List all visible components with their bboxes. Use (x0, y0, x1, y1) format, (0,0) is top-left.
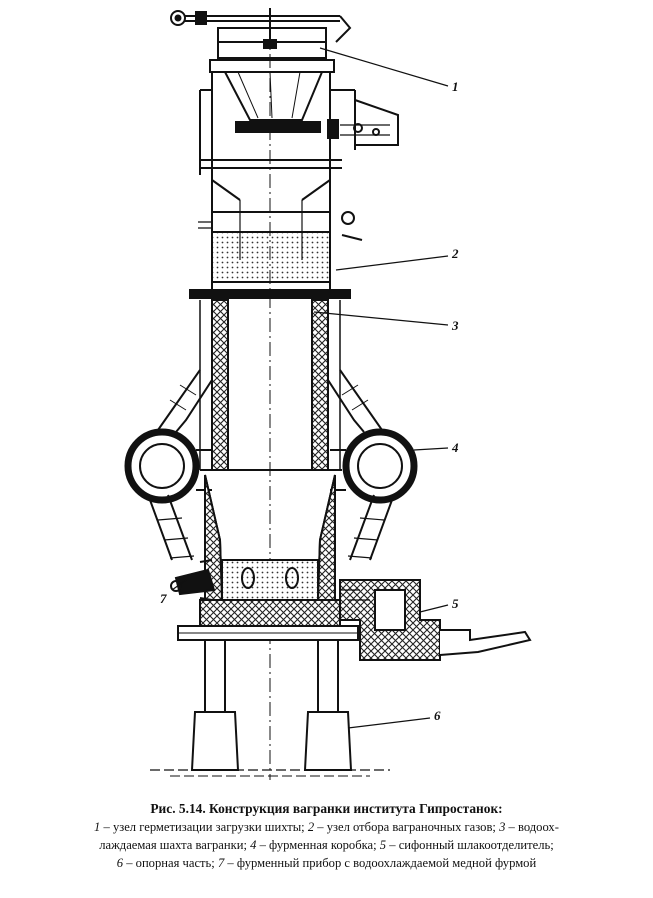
callout-6: 6 (434, 708, 441, 723)
caption-item-number: 7 (217, 856, 225, 870)
caption-line-1: 1 – узел герметизации загрузки шихты; 2 … (0, 818, 653, 836)
tuyere-box-right (330, 428, 418, 561)
caption-item-text: – узел герметизации загрузки шихты; (100, 820, 308, 834)
caption-item-text: лаждаемая шахта вагранки; (99, 838, 251, 852)
callout-5: 5 (452, 596, 459, 611)
callout-2: 2 (451, 246, 459, 261)
callout-4: 4 (451, 440, 459, 455)
figure-caption: Рис. 5.14. Конструкция вагранки институт… (0, 800, 653, 872)
siphon-slag-separator (339, 579, 532, 661)
caption-item-text: – фурменная коробка; (256, 838, 380, 852)
caption-line-2: лаждаемая шахта вагранки; 4 – фурменная … (0, 836, 653, 854)
leader-lines (171, 47, 449, 729)
caption-item-text: – узел отбора ваграночных газов; (314, 820, 500, 834)
caption-item-text: – сифонный шлакоотделитель; (386, 838, 554, 852)
support-structure (150, 625, 390, 777)
callout-1: 1 (452, 79, 459, 94)
gas-offtake-unit (189, 150, 363, 299)
caption-item-number: 6 (116, 856, 124, 870)
caption-item-number: 2 (307, 820, 315, 834)
blast-duct-left (157, 369, 213, 433)
furnace-hearth (199, 469, 342, 629)
caption-item-number: 3 (499, 820, 506, 834)
water-cooled-shaft (199, 299, 341, 471)
blast-duct-right (327, 369, 383, 433)
charge-sealing-unit (199, 27, 399, 175)
caption-line-3: 6 – опорная часть; 7 – фурменный прибор … (0, 854, 653, 872)
tuyere-box-left (124, 428, 212, 561)
caption-item-text: – фурменный прибор с водоохлаждаемой мед… (224, 856, 537, 870)
callout-3: 3 (451, 318, 459, 333)
caption-title: Рис. 5.14. Конструкция вагранки институт… (150, 801, 503, 816)
caption-item-number: 5 (379, 838, 387, 852)
tuyere-device (170, 559, 216, 601)
caption-item-number: 4 (250, 838, 257, 852)
caption-item-text: – водоох- (505, 820, 559, 834)
caption-item-number: 1 (94, 820, 101, 834)
cupola-furnace-diagram: 1 2 3 4 5 6 7 (124, 8, 532, 780)
callout-7: 7 (160, 591, 167, 606)
caption-item-text: – опорная часть; (123, 856, 218, 870)
